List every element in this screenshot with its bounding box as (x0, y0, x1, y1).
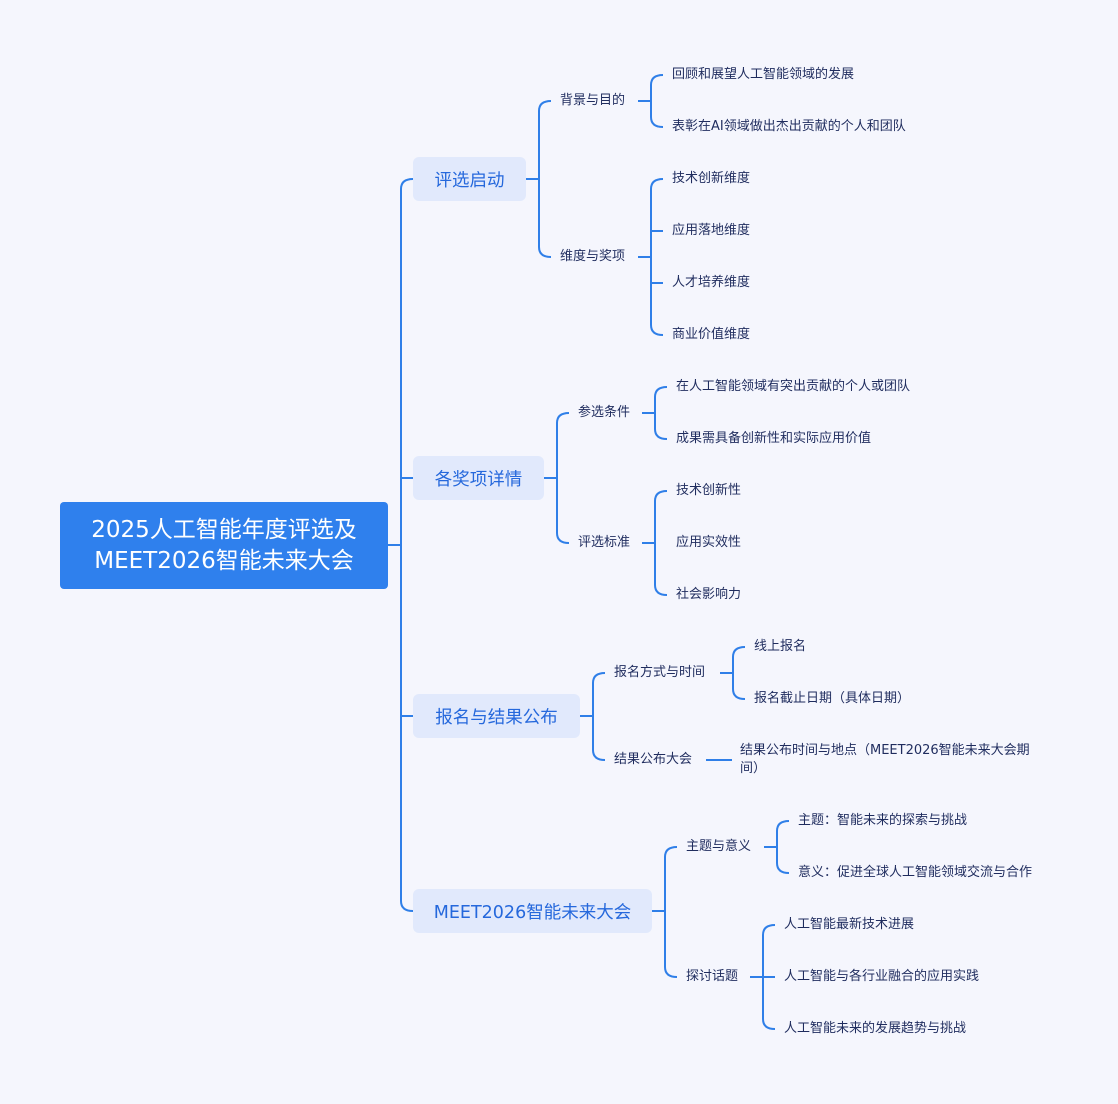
branch-topic[interactable]: MEET2026智能未来大会 (413, 889, 652, 933)
leaf-topic[interactable]: 线上报名 (754, 639, 807, 654)
subtopic[interactable]: 结果公布大会 (614, 752, 693, 767)
leaf-topic[interactable]: 在人工智能领域有突出贡献的个人或团队 (676, 379, 911, 394)
leaf-topic[interactable]: 人工智能与各行业融合的应用实践 (784, 969, 980, 984)
root-topic-line2: MEET2026智能未来大会 (94, 547, 354, 574)
subtopic[interactable]: 评选标准 (578, 535, 631, 550)
branch-topic[interactable]: 评选启动 (413, 157, 526, 201)
branch-topic[interactable]: 各奖项详情 (413, 456, 544, 500)
leaf-topic[interactable]: 商业价值维度 (672, 327, 751, 342)
leaf-topic[interactable]: 应用落地维度 (672, 223, 751, 238)
branch-topic[interactable]: 报名与结果公布 (413, 694, 580, 738)
root-topic-line1: 2025人工智能年度评选及 (91, 516, 357, 543)
leaf-topic[interactable]: 技术创新性 (676, 483, 742, 498)
subtopic[interactable]: 背景与目的 (560, 93, 626, 108)
leaf-topic[interactable]: 技术创新维度 (672, 171, 751, 186)
subtopic[interactable]: 主题与意义 (686, 839, 752, 854)
root-topic[interactable]: 2025人工智能年度评选及 MEET2026智能未来大会 (60, 502, 388, 589)
leaf-topic[interactable]: 人才培养维度 (672, 275, 751, 290)
leaf-topic[interactable]: 表彰在AI领域做出杰出贡献的个人和团队 (672, 119, 906, 134)
leaf-topic[interactable]: 成果需具备创新性和实际应用价值 (676, 431, 872, 446)
leaf-topic[interactable]: 意义：促进全球人工智能领域交流与合作 (798, 865, 1033, 880)
leaf-topic[interactable]: 人工智能未来的发展趋势与挑战 (784, 1021, 967, 1036)
subtopic[interactable]: 报名方式与时间 (614, 665, 706, 680)
leaf-topic[interactable]: 结果公布时间与地点（MEET2026智能未来大会期间） (740, 743, 1030, 776)
leaf-topic[interactable]: 人工智能最新技术进展 (784, 917, 915, 932)
subtopic[interactable]: 维度与奖项 (560, 249, 626, 264)
leaf-topic[interactable]: 应用实效性 (676, 535, 742, 550)
leaf-topic[interactable]: 回顾和展望人工智能领域的发展 (672, 67, 855, 82)
leaf-topic[interactable]: 社会影响力 (676, 587, 742, 602)
subtopic[interactable]: 参选条件 (578, 405, 631, 420)
leaf-topic[interactable]: 主题：智能未来的探索与挑战 (798, 813, 968, 828)
leaf-topic[interactable]: 报名截止日期（具体日期） (754, 691, 911, 706)
subtopic[interactable]: 探讨话题 (686, 969, 739, 984)
